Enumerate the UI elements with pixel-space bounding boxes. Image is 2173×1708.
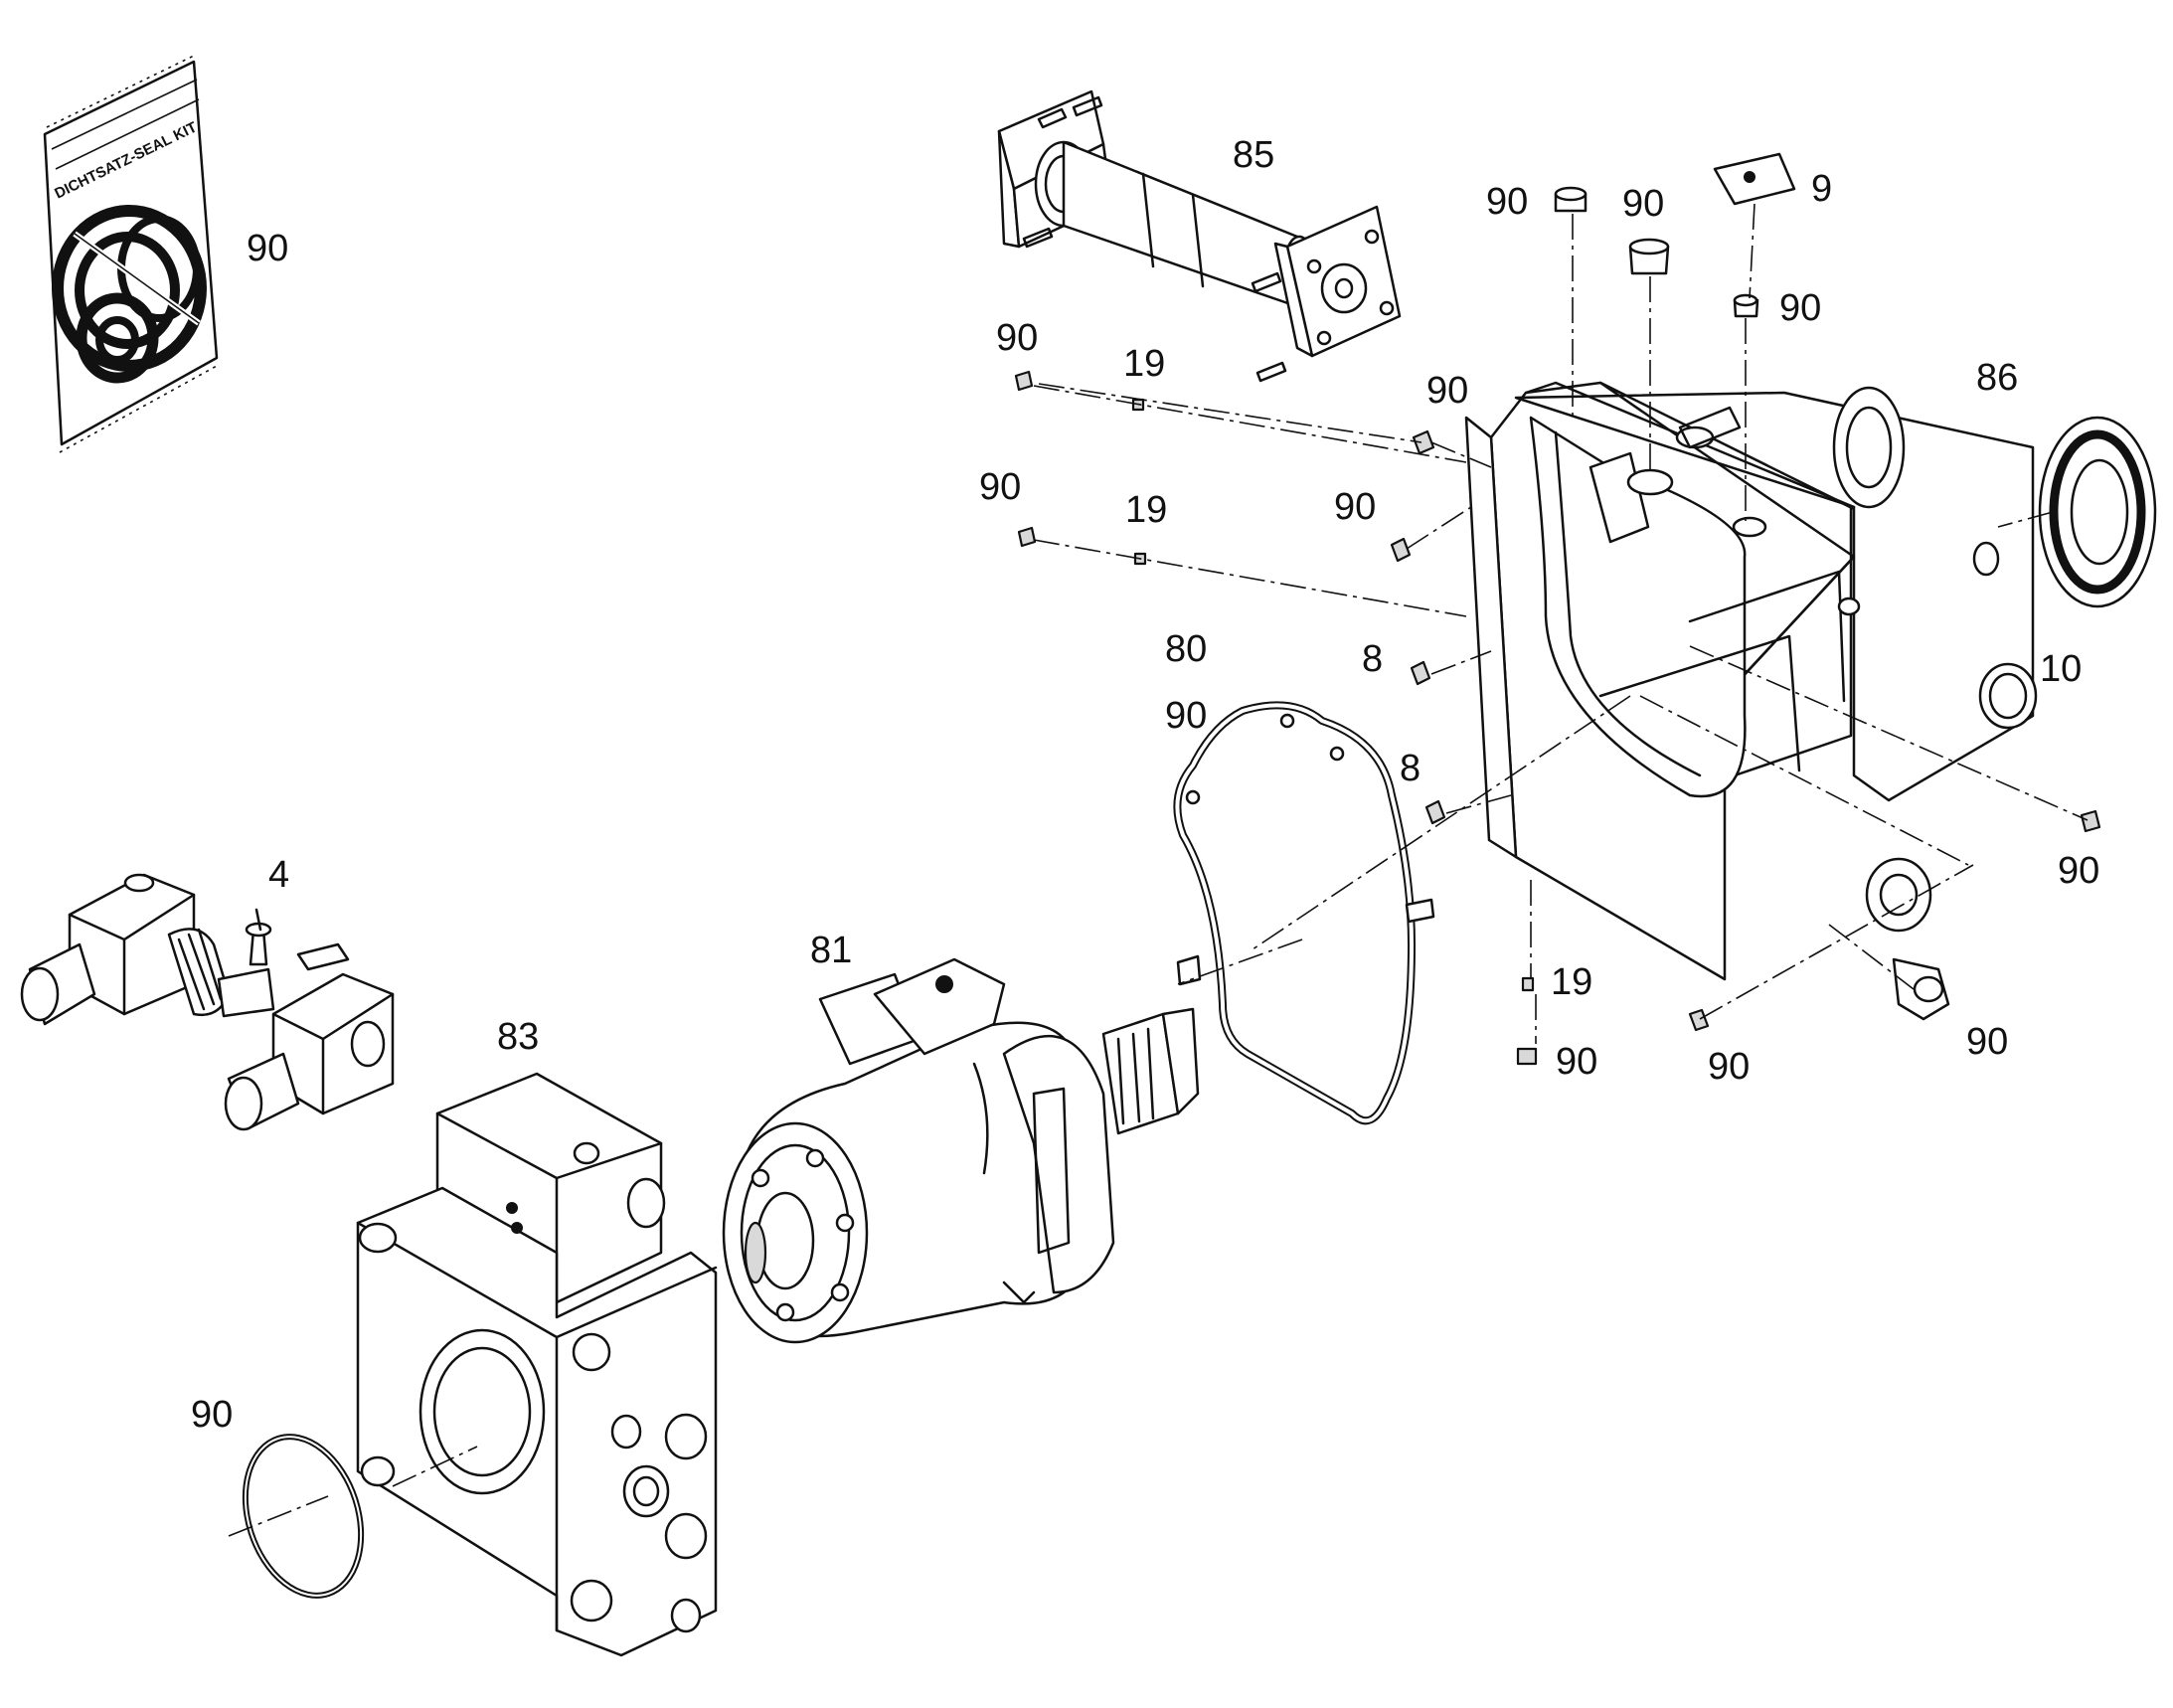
callout-label: 90 [1556, 1041, 1597, 1083]
callout-label: 19 [1123, 343, 1165, 385]
callout-label: 19 [1125, 489, 1167, 531]
callout-label: 90 [191, 1394, 233, 1436]
callout-label: 19 [1551, 961, 1592, 1003]
callout-label: 90 [1966, 1021, 2008, 1063]
seal-kit-bag: DICHTSATZ-SEAL KIT [43, 55, 219, 453]
callout-label: 4 [268, 854, 289, 896]
rotary-group-81 [722, 957, 1200, 1344]
callout-label: 90 [1426, 370, 1468, 412]
callout-label: 8 [1362, 638, 1383, 680]
o-ring [242, 1434, 365, 1599]
gasket-80 [1173, 701, 1435, 1125]
callout-label: 85 [1233, 134, 1274, 176]
pump-housing [1464, 381, 2038, 981]
callout-label: 10 [2040, 648, 2082, 690]
callout-labels: 90 85 90 90 9 90 90 19 90 86 90 19 90 80… [191, 134, 2099, 1436]
shaft-seal-86 [2038, 416, 2157, 608]
callout-label: 90 [996, 317, 1038, 359]
callout-label: 80 [1165, 628, 1207, 670]
top-plugs [1554, 152, 1796, 318]
callout-label: 90 [1165, 695, 1207, 737]
callout-label: 90 [1708, 1046, 1750, 1088]
callout-label: 90 [1486, 181, 1528, 223]
callout-label: 90 [247, 228, 288, 269]
piston-assembly-85 [997, 89, 1402, 383]
callout-label: 8 [1400, 748, 1421, 789]
fasteners [1014, 370, 2101, 1066]
callout-label: 90 [1622, 183, 1664, 225]
center-lines [228, 203, 2089, 1537]
port-plate-83 [356, 1072, 718, 1657]
callout-label: 9 [1811, 168, 1832, 210]
callout-label: 90 [979, 466, 1021, 508]
callout-label: 81 [810, 930, 852, 971]
callout-label: 90 [1779, 287, 1821, 329]
callout-label: 90 [1334, 486, 1376, 528]
control-valve-4 [20, 873, 395, 1131]
callout-label: 90 [2058, 850, 2099, 892]
callout-label: 83 [497, 1016, 539, 1058]
callout-label: 86 [1976, 357, 2018, 399]
